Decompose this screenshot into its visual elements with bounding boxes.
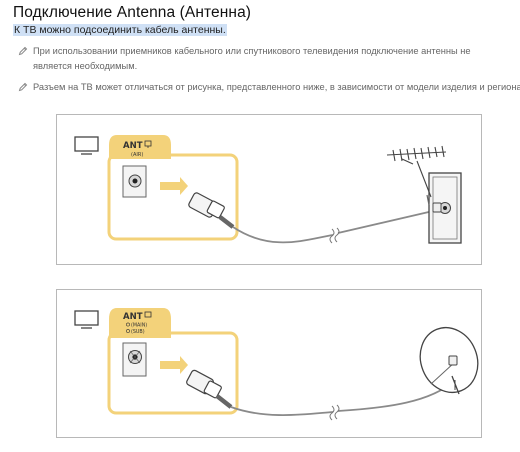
wall-antenna-outlet xyxy=(426,172,462,244)
note-item: При использовании приемников кабельного … xyxy=(18,44,513,76)
satellite-connection-diagram: ANT (MAIN) (SUB) xyxy=(56,289,482,438)
antenna-connection-diagram: ANT (AIR) xyxy=(56,114,482,265)
coax-connector xyxy=(186,369,233,409)
tv-icon xyxy=(74,136,99,155)
roof-antenna-icon xyxy=(386,145,447,198)
port-label: ANT xyxy=(123,141,143,151)
page-title: Подключение Antenna (Антенна) xyxy=(13,4,252,21)
port-label: ANT xyxy=(123,312,143,322)
port-sublabel: (MAIN) xyxy=(131,323,147,329)
cable-break-icon xyxy=(329,404,340,421)
satellite-symbol-icon xyxy=(126,322,130,333)
tv-icon xyxy=(74,310,99,329)
satellite-symbol-icon xyxy=(144,311,152,318)
port-sublabel: (AIR) xyxy=(131,152,143,158)
coax-cable xyxy=(230,406,334,417)
port-sublabel: (SUB) xyxy=(131,329,145,335)
page-subtitle: К ТВ можно подсоединить кабель антенны. xyxy=(13,24,227,36)
direction-arrow xyxy=(160,177,188,195)
coax-connector xyxy=(188,192,235,229)
antenna-symbol-icon xyxy=(144,140,152,148)
cable-break-icon xyxy=(329,227,340,244)
tv-ant-port xyxy=(122,342,147,377)
direction-arrow xyxy=(160,356,188,374)
pencil-icon xyxy=(18,46,28,61)
note-text: При использовании приемников кабельного … xyxy=(33,46,471,71)
note-text: Разъем на ТВ может отличаться от рисунка… xyxy=(33,82,520,92)
note-item: Разъем на ТВ может отличаться от рисунка… xyxy=(18,80,520,97)
coax-cable xyxy=(232,226,334,244)
pencil-icon xyxy=(18,82,28,97)
tv-ant-port xyxy=(122,165,147,198)
satellite-dish-icon xyxy=(419,327,479,395)
